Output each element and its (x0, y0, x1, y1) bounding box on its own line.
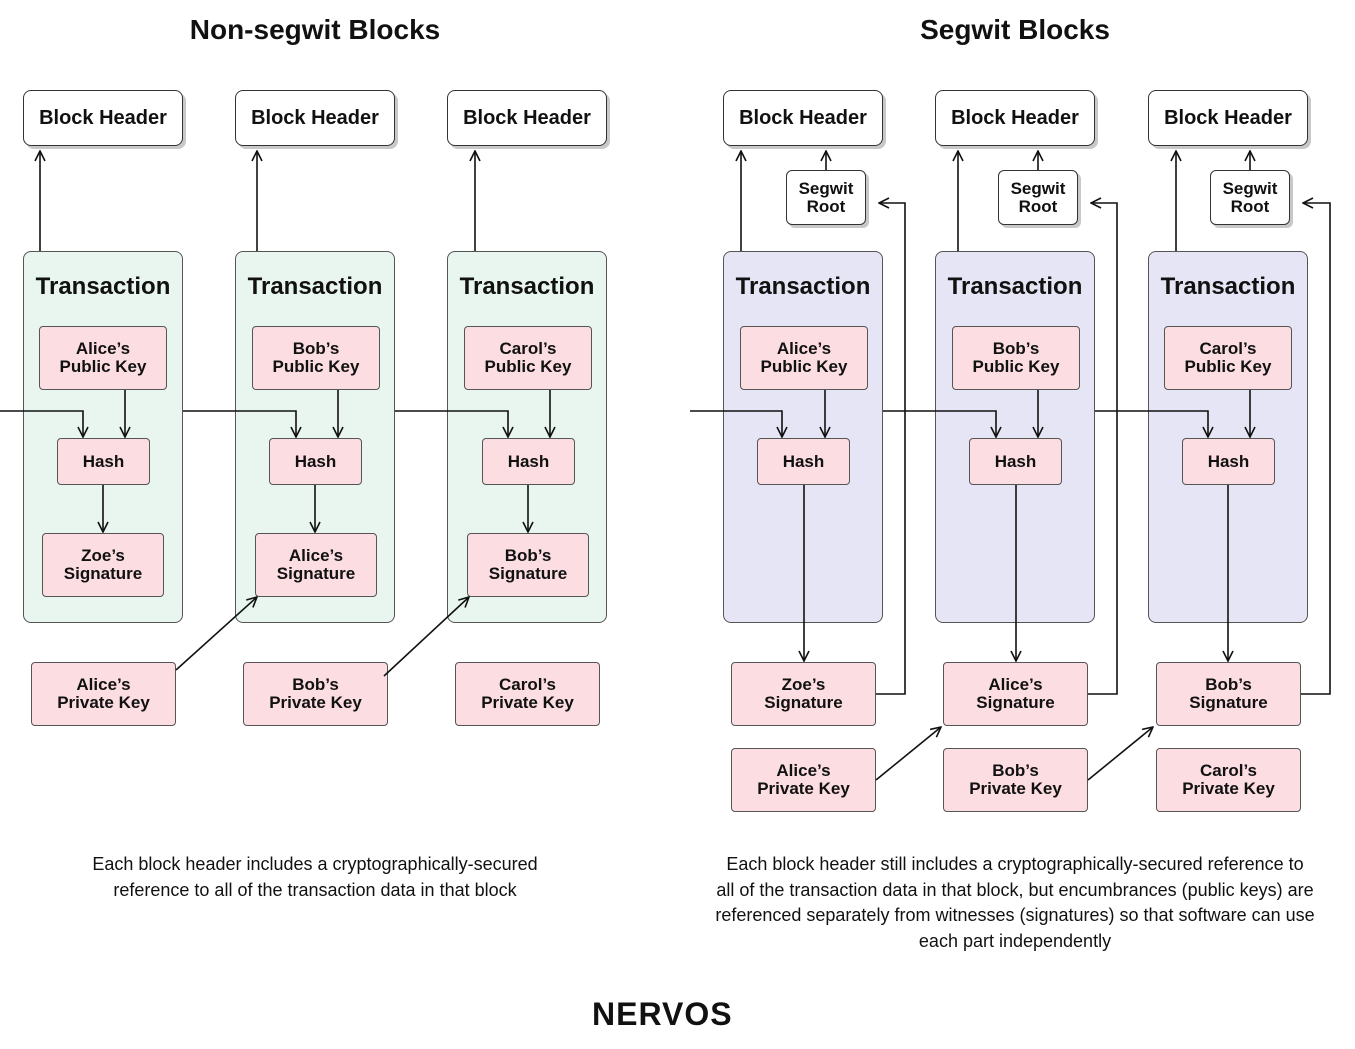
right-signature-3: Bob’s Signature (1156, 662, 1301, 726)
right-segwit-root-1: Segwit Root (786, 170, 866, 225)
right-block-header-1: Block Header (723, 90, 883, 146)
right-public-key-3: Carol’s Public Key (1164, 326, 1292, 390)
right-title: Segwit Blocks (920, 14, 1110, 45)
left-signature-3: Bob’s Signature (467, 533, 589, 597)
right-public-key-1: Alice’s Public Key (740, 326, 868, 390)
left-public-key-1: Alice’s Public Key (39, 326, 167, 390)
nervos-logo: NERVOS (592, 996, 733, 1032)
left-hash-2: Hash (269, 438, 362, 485)
right-transaction-1: Transaction (723, 251, 883, 623)
right-hash-2: Hash (969, 438, 1062, 485)
right-block-header-3: Block Header (1148, 90, 1308, 146)
left-title: Non-segwit Blocks (189, 14, 441, 45)
left-hash-1: Hash (57, 438, 150, 485)
right-signature-1: Zoe’s Signature (731, 662, 876, 726)
right-private-key-3: Carol’s Private Key (1156, 748, 1301, 812)
right-signature-2: Alice’s Signature (943, 662, 1088, 726)
left-private-key-2: Bob’s Private Key (243, 662, 388, 726)
left-block-header-3: Block Header (447, 90, 607, 146)
right-transaction-3: Transaction (1148, 251, 1308, 623)
right-private-key-1: Alice’s Private Key (731, 748, 876, 812)
right-transaction-2: Transaction (935, 251, 1095, 623)
left-block-header-1: Block Header (23, 90, 183, 146)
left-public-key-3: Carol’s Public Key (464, 326, 592, 390)
left-hash-3: Hash (482, 438, 575, 485)
right-public-key-2: Bob’s Public Key (952, 326, 1080, 390)
left-public-key-2: Bob’s Public Key (252, 326, 380, 390)
left-block-header-2: Block Header (235, 90, 395, 146)
right-caption: Each block header still includes a crypt… (715, 854, 1315, 951)
left-private-key-3: Carol’s Private Key (455, 662, 600, 726)
right-segwit-root-3: Segwit Root (1210, 170, 1290, 225)
right-hash-3: Hash (1182, 438, 1275, 485)
left-signature-1: Zoe’s Signature (42, 533, 164, 597)
right-private-key-2: Bob’s Private Key (943, 748, 1088, 812)
right-segwit-root-2: Segwit Root (998, 170, 1078, 225)
right-hash-1: Hash (757, 438, 850, 485)
left-private-key-1: Alice’s Private Key (31, 662, 176, 726)
left-caption: Each block header includes a cryptograph… (92, 854, 538, 900)
right-block-header-2: Block Header (935, 90, 1095, 146)
left-signature-2: Alice’s Signature (255, 533, 377, 597)
